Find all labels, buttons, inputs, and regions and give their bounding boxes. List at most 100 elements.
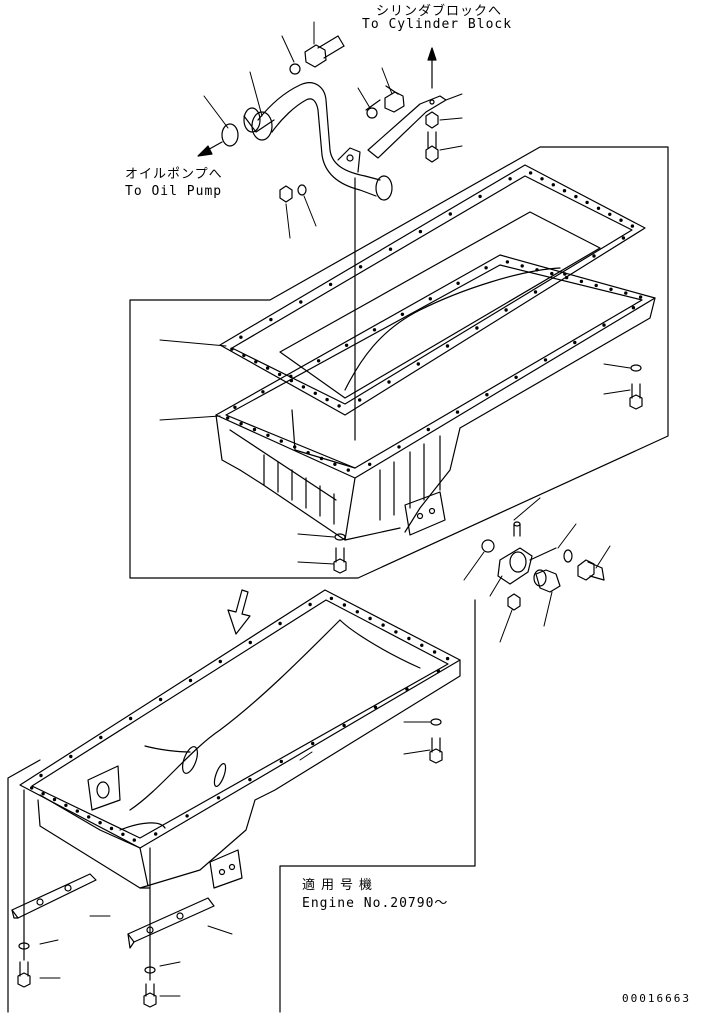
bolt-lower-left (17, 961, 31, 988)
pan-bolt-hole (279, 759, 283, 764)
bolt-pan-right (629, 383, 643, 410)
pan-bolt-hole (344, 343, 349, 347)
pan-bolt-hole (420, 643, 424, 647)
gasket-bolt-hole (277, 372, 282, 377)
leader-lines (39, 21, 631, 997)
gasket-bolt-hole (254, 360, 258, 364)
gasket-bolt-hole (596, 206, 601, 210)
gasket-bolt-hole (630, 224, 635, 228)
pan-bolt-hole (99, 735, 103, 740)
washer-top-middle (366, 107, 378, 119)
arrow-to-cylinder-block-head (427, 47, 437, 61)
pan-bolt-hole (69, 754, 73, 759)
nut-pipe (279, 185, 293, 203)
pan-bolt-hole (342, 723, 346, 728)
pan-bolt-hole (564, 275, 569, 280)
pan-bolt-hole (505, 260, 510, 264)
bolt-top-right (425, 131, 439, 163)
pan-bolt-hole (609, 287, 613, 291)
gasket-bolt-hole (301, 385, 306, 389)
oil-pump-label-jp: オイルポンプへ (125, 167, 223, 182)
oil-pump-label-en: To Oil Pump (125, 184, 223, 199)
drain-plug (533, 569, 561, 593)
pan-bolt-hole (30, 786, 34, 790)
gasket-bolt-hole (619, 218, 623, 222)
drain-elbow (497, 547, 557, 585)
gasket-bolt-hole (337, 404, 341, 408)
pan-bolt-hole (252, 427, 257, 432)
pan-bolt-hole (39, 773, 43, 778)
gasket-bolt-hole (478, 194, 482, 199)
pan-bolt-hole (535, 268, 539, 272)
pan-bolt-hole (248, 777, 252, 782)
gasket-bolt-holes (230, 171, 635, 408)
pan-bolt-hole (279, 439, 283, 443)
gasket-bolt-hole (540, 177, 544, 181)
gasket-bolt-hole (230, 347, 234, 351)
bracket-lower-left (11, 873, 97, 919)
gasket-bolt-hole (358, 398, 362, 402)
gasket-bolt-hole (388, 247, 393, 251)
pan-bolt-hole (329, 596, 334, 601)
pan-bolt-hole (550, 271, 554, 276)
pan-bolt-hole (216, 796, 221, 800)
gasket-bolt-hole (418, 229, 423, 234)
pan-bolt-hole (266, 433, 270, 437)
gasket-bolt-hole (574, 194, 578, 199)
pan-bolt-hole (407, 636, 411, 641)
gasket-bolt-hole (448, 212, 452, 216)
pan-bolt-hole (484, 266, 488, 270)
pan-bolt-hole (426, 427, 430, 432)
lower-group-frame-left (7, 759, 41, 1013)
pan-bolt-hole (368, 462, 372, 466)
pan-bolt-hole (41, 792, 45, 796)
gasket-bolt-hole (585, 200, 589, 205)
gasket-bolt-hole (608, 212, 612, 216)
gasket-bolt-hole (328, 282, 333, 287)
pan-bolt-hole (311, 741, 315, 746)
o-ring-drain (481, 539, 495, 553)
pan-bolt-hole (368, 616, 372, 621)
pan-bolt-hole (316, 359, 321, 363)
pan-bolt-hole (346, 468, 350, 472)
lower-group-frame-lines (279, 599, 476, 1013)
gasket-bolt-hole (265, 366, 270, 370)
pan-bolt-hole (594, 283, 598, 288)
pan-bolt-hole (573, 340, 577, 345)
pan-bolt-hole (520, 264, 524, 268)
pan-bolt-hole (543, 358, 548, 362)
pan-bolt-hole (381, 623, 385, 627)
bolt-lower-center (143, 983, 157, 1008)
pan-bolt-hole (278, 621, 282, 626)
engine-number-label: Engine No.20790～ (302, 896, 449, 911)
lower-group-frame (18, 582, 475, 1010)
gasket-bolt-hole (242, 353, 246, 358)
pan-bolt-hole (239, 422, 243, 426)
gasket-bolt-hole (387, 380, 391, 384)
pan-bolt-hole (397, 445, 401, 449)
gasket-bolt-hole (239, 335, 243, 339)
pan-bolt-hole (75, 809, 80, 813)
washer-pan-right (630, 364, 642, 372)
bolt-top-middle (365, 85, 405, 113)
pan-bolt-hole (485, 393, 489, 397)
o-ring-pump-side (221, 123, 239, 147)
gasket-bolt-hole (562, 189, 567, 193)
alternate-part-arrow (227, 589, 251, 635)
gasket-bolt-hole (504, 308, 508, 312)
pan-bolt-hole (355, 610, 359, 614)
bracket-lower-right (127, 897, 215, 949)
washer-lower-right (430, 718, 442, 726)
pan-bolt-hole (218, 659, 222, 664)
pan-bolt-hole (631, 306, 636, 310)
pan-bolt-hole (319, 456, 324, 461)
pan-bolt-hole (333, 462, 337, 466)
pan-bolt-hole (109, 826, 114, 831)
pan-bolt-hole (52, 797, 57, 802)
pan-bolt-hole (432, 650, 437, 654)
drawing-number: 00016663 (622, 992, 691, 1005)
gasket (219, 164, 646, 416)
pan-bolt-hole (128, 716, 133, 721)
gasket-bolt-hole (621, 236, 626, 240)
